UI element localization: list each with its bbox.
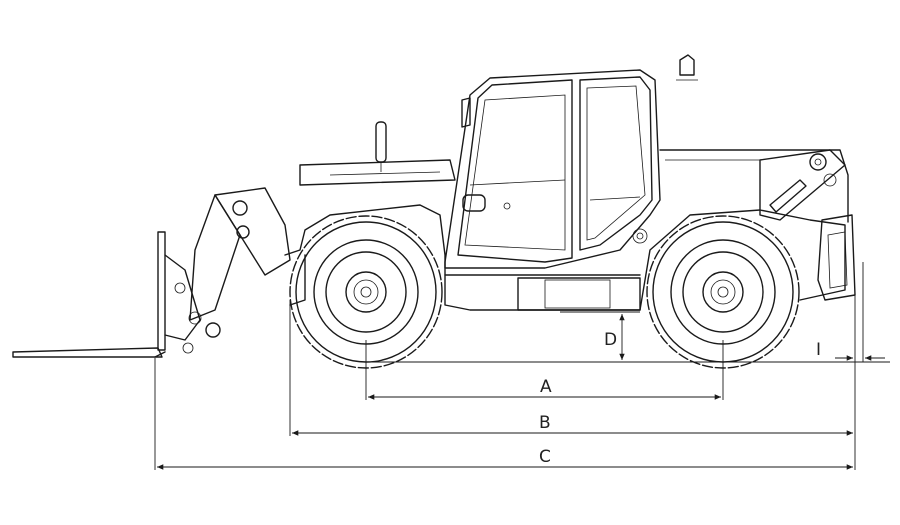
fork-carriage bbox=[12, 187, 291, 358]
cab bbox=[375, 54, 698, 269]
dimension-b-label: B bbox=[539, 413, 551, 433]
dimension-i-label: I bbox=[816, 340, 821, 360]
dimension-labels: A B C D I bbox=[539, 330, 821, 467]
dimension-c-label: C bbox=[539, 447, 551, 467]
boom bbox=[759, 149, 856, 301]
dimension-lines bbox=[157, 314, 885, 470]
dimension-d-label: D bbox=[604, 330, 617, 350]
chassis bbox=[284, 149, 849, 311]
dimension-a-label: A bbox=[540, 377, 552, 397]
extension-lines bbox=[154, 262, 890, 470]
